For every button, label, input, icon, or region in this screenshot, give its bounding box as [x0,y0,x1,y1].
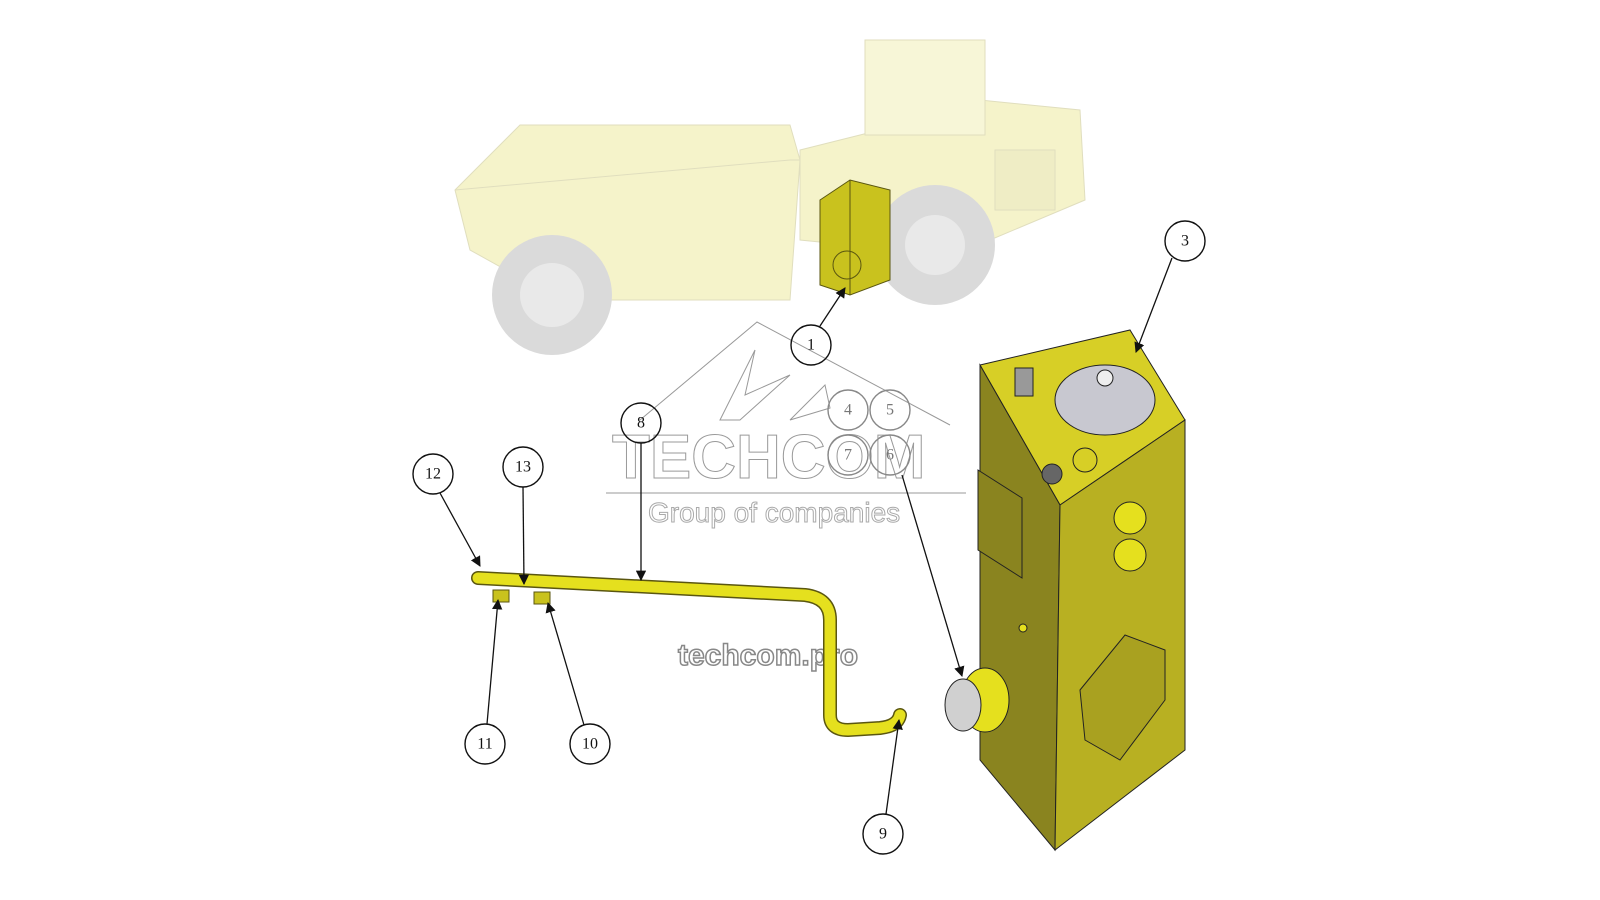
svg-text:1: 1 [807,337,815,354]
svg-text:12: 12 [425,466,441,483]
svg-text:7: 7 [844,447,852,464]
watermark-tagline: Group of companies [648,497,900,528]
svg-text:8: 8 [637,415,645,432]
svg-text:11: 11 [477,736,492,753]
filler-cap [1054,364,1156,436]
leader-lines [439,257,1173,815]
vehicle-illustration [454,39,1086,355]
svg-text:4: 4 [844,402,852,419]
hydraulic-tank [944,329,1186,852]
callout-4[interactable]: 4 [827,389,869,431]
svg-text:6: 6 [886,447,894,464]
svg-text:9: 9 [879,826,887,843]
callout-12[interactable]: 12 [412,453,454,495]
tank-location-highlight [819,179,891,296]
suction-valve [944,678,982,732]
callout-10[interactable]: 10 [569,723,611,765]
callout-9[interactable]: 9 [862,813,904,855]
callout-11[interactable]: 11 [464,723,506,765]
callout-8[interactable]: 8 [620,402,662,444]
callout-13[interactable]: 13 [502,446,544,488]
svg-text:13: 13 [515,459,531,476]
watermark-brand: TECHCOM [612,423,925,492]
callout-1[interactable]: 1 [790,324,832,366]
callout-3[interactable]: 3 [1164,220,1206,262]
callout-6[interactable]: 6 [869,434,911,476]
callout-5[interactable]: 5 [869,389,911,431]
watermark: TECHCOM Group of companies techcom.pro [606,321,966,673]
callouts: 1 3 4 5 6 7 8 9 10 11 12 13 [412,220,1206,855]
svg-text:5: 5 [886,402,894,419]
callout-7[interactable]: 7 [827,434,869,476]
svg-text:10: 10 [582,736,598,753]
svg-text:3: 3 [1181,233,1189,250]
